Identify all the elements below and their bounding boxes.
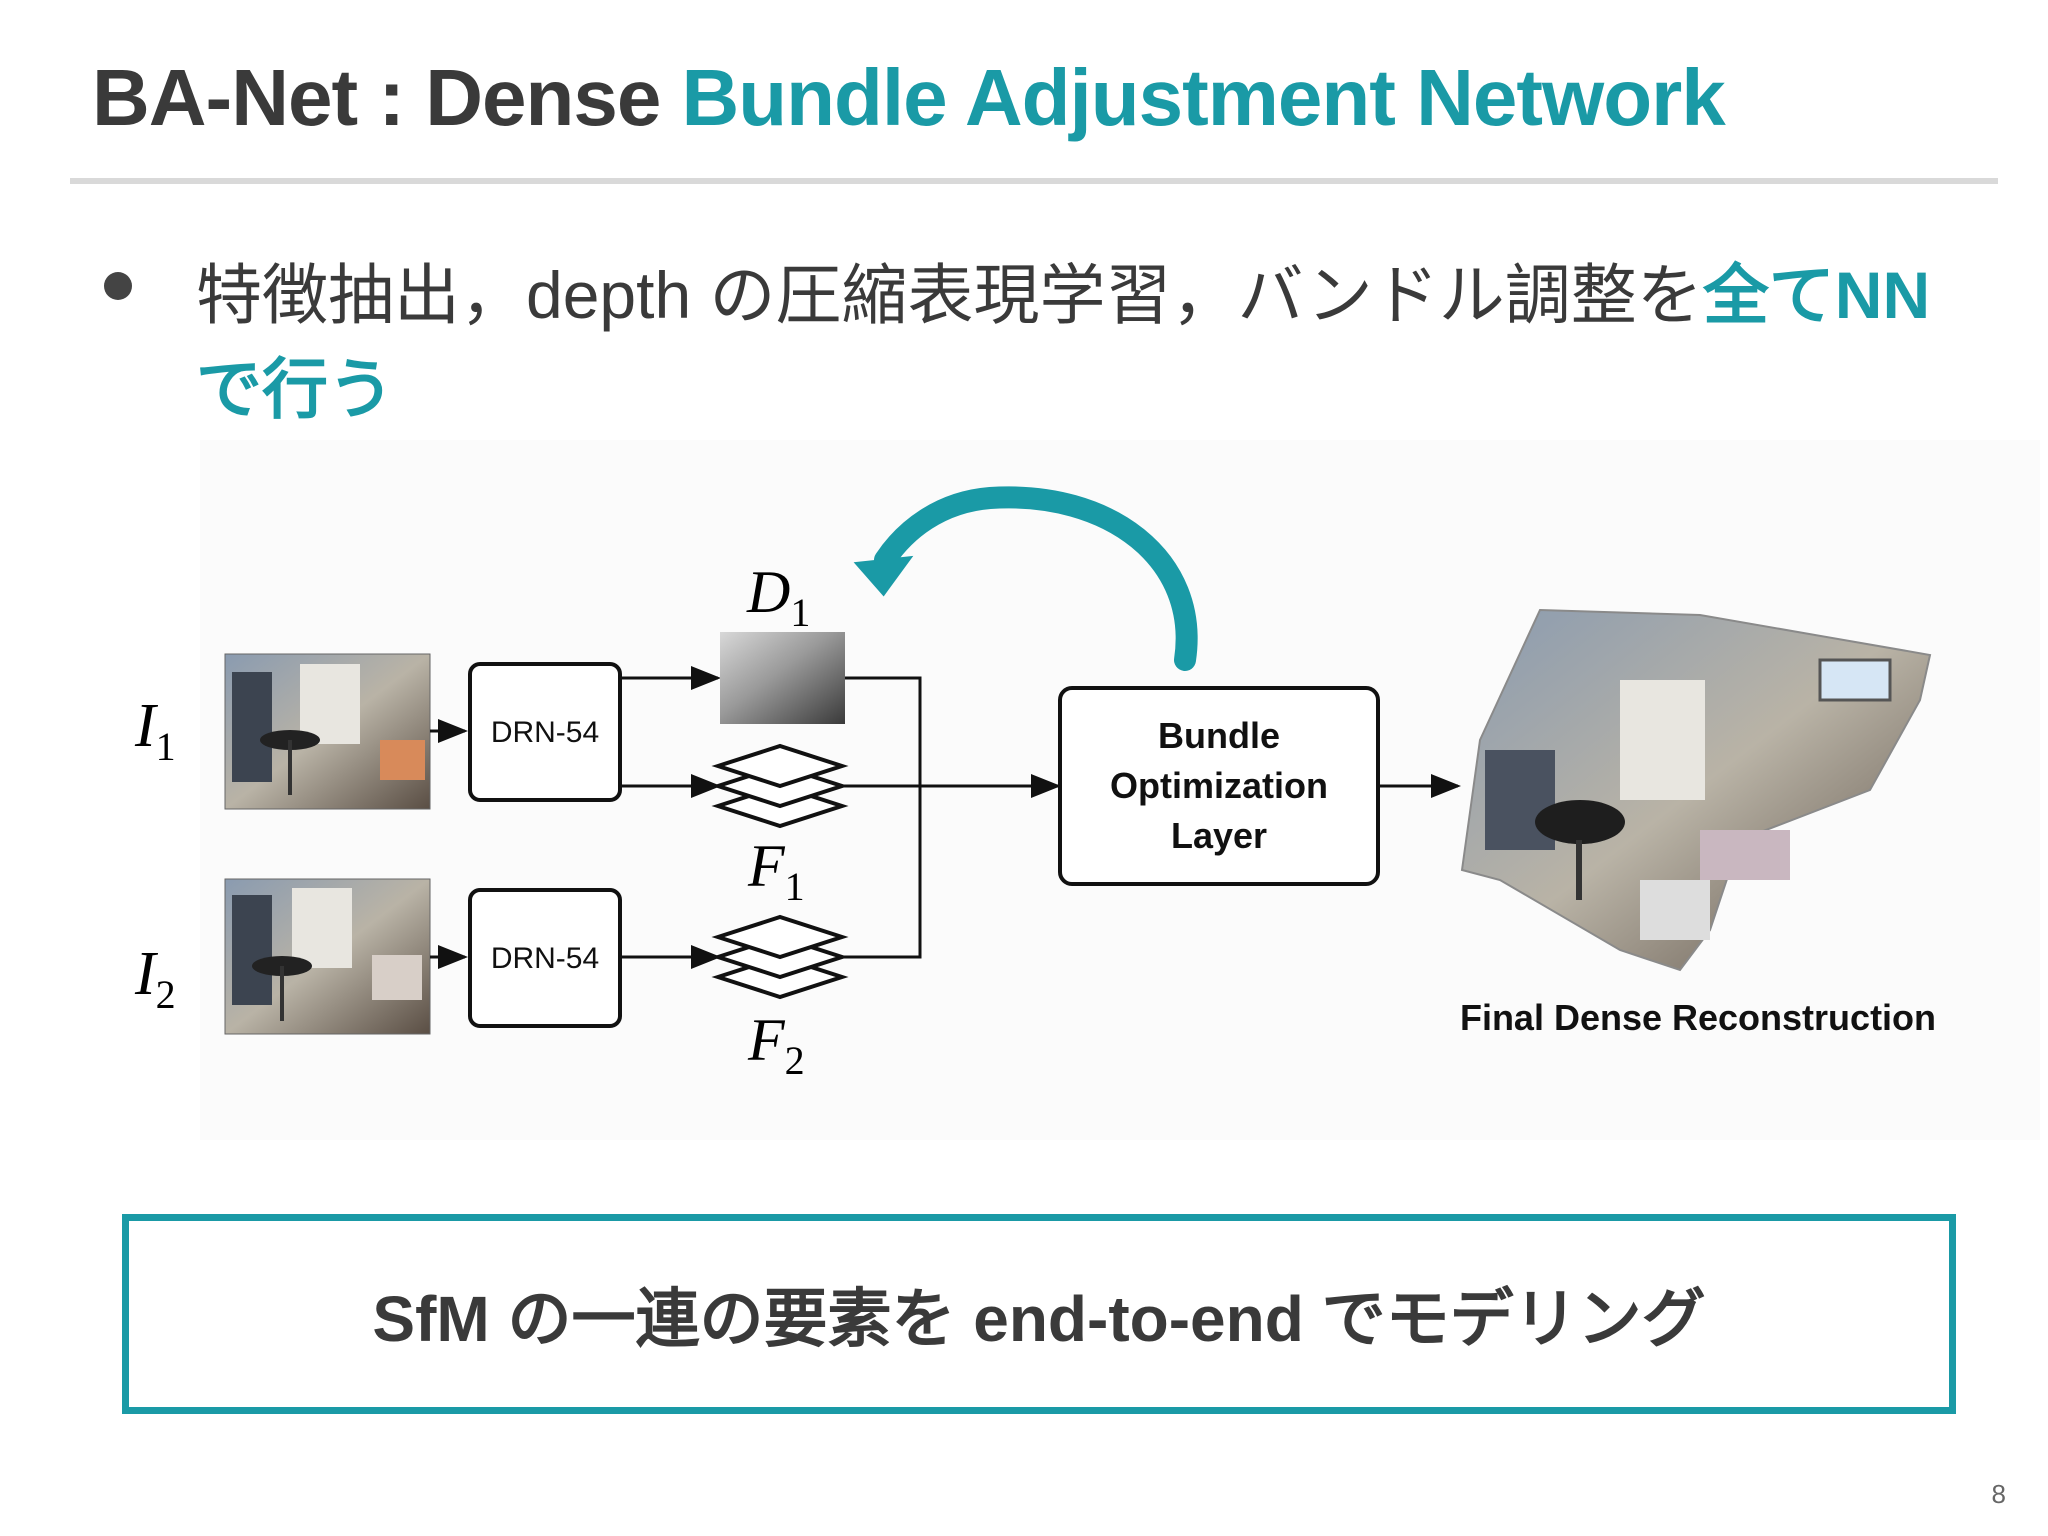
input-image-1 (224, 653, 431, 810)
feature-stack-1 (711, 743, 849, 829)
drn-label-2: DRN-54 (491, 942, 599, 975)
feedback-arrow (853, 486, 1198, 671)
ba-label-line-2: Optimization (1110, 765, 1328, 806)
bundle-optimization-layer: Bundle Optimization Layer (1058, 686, 1380, 886)
title-prefix: BA-Net : Dense (92, 53, 682, 142)
ba-label-line-3: Layer (1171, 815, 1267, 856)
drn-encoder-1: DRN-54 (468, 662, 622, 802)
feature-label-1: F1 (747, 833, 805, 909)
summary-box: SfM の一連の要素を end-to-end でモデリング (122, 1214, 1956, 1414)
input-label-2: I2 (134, 940, 176, 1017)
slide-title: BA-Net : Dense Bundle Adjustment Network (92, 52, 1726, 144)
depth-label: D1 (746, 559, 810, 635)
drn-encoder-2: DRN-54 (468, 888, 622, 1028)
bullet-text: 特徴抽出，depth の圧縮表現学習，バンドル調整を全てNN で行う (196, 248, 1956, 436)
output-label: Final Dense Reconstruction (1460, 997, 1936, 1038)
input-label-1: I1 (134, 692, 176, 769)
bullet-dot-icon (104, 272, 132, 300)
page-number: 8 (1991, 1479, 2006, 1509)
depth-map (720, 632, 845, 724)
bullet-main: 特徴抽出，depth の圧縮表現学習，バンドル調整を (196, 258, 1703, 332)
feature-label-2: F2 (747, 1007, 805, 1083)
summary-text: SfM の一連の要素を end-to-end でモデリング (372, 1283, 1706, 1355)
input-image-2 (224, 878, 431, 1035)
ba-label-line-1: Bundle (1158, 715, 1280, 756)
bullet-highlight: 全てNN で行う (196, 258, 1931, 426)
title-divider (70, 178, 1998, 184)
feature-stack-2 (711, 914, 849, 1000)
merge-connector (842, 676, 922, 959)
final-reconstruction-image (1460, 608, 1932, 972)
drn-label-1: DRN-54 (491, 716, 599, 749)
title-highlight: Bundle Adjustment Network (681, 53, 1726, 142)
